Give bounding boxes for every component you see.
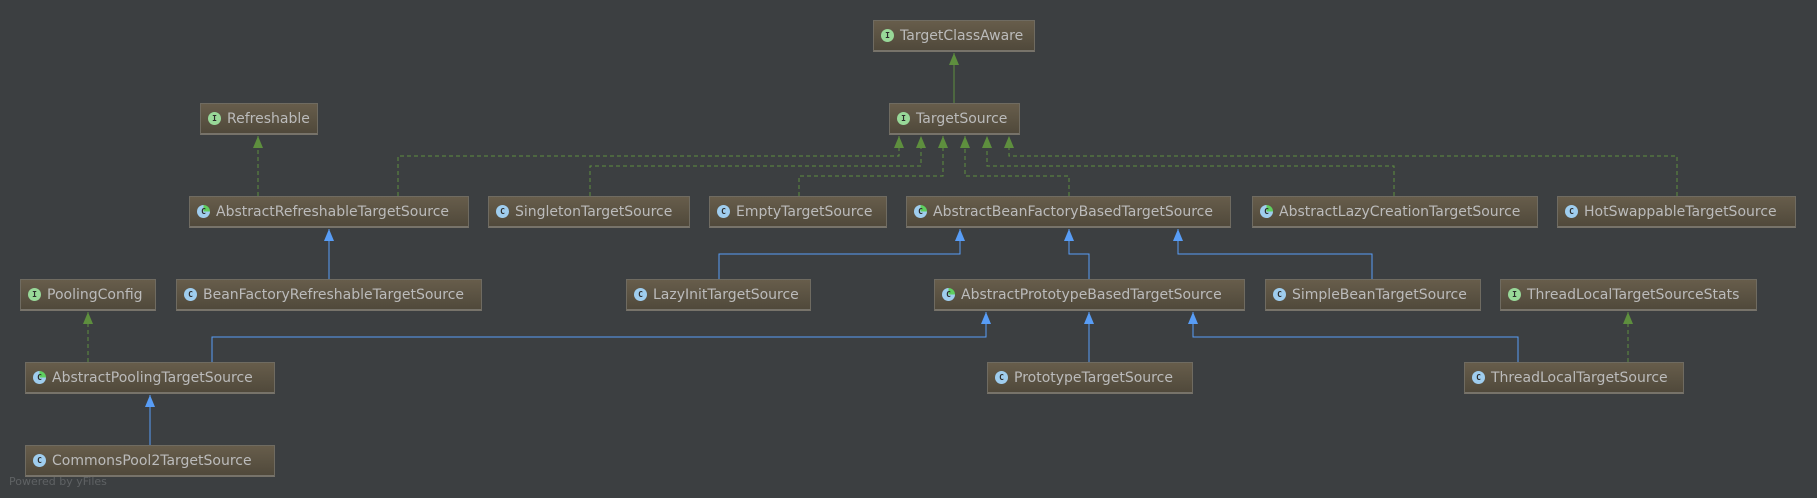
class-icon: C	[634, 288, 647, 301]
powered-by-label: Powered by yFiles	[9, 475, 107, 488]
node-empty-target-source[interactable]: C EmptyTargetSource	[709, 196, 887, 228]
arrowhead-icon	[960, 136, 970, 148]
node-target-source[interactable]: I TargetSource	[889, 103, 1020, 135]
node-target-class-aware[interactable]: I TargetClassAware	[873, 20, 1035, 52]
node-bean-factory-refreshable-target-source[interactable]: C BeanFactoryRefreshableTargetSource	[176, 279, 482, 311]
node-pooling-config[interactable]: I PoolingConfig	[20, 279, 156, 311]
implements-edge	[964, 136, 1070, 196]
class-icon: C	[717, 205, 730, 218]
interface-icon: I	[1508, 288, 1521, 301]
arrowhead-icon	[1188, 312, 1198, 324]
node-label: AbstractRefreshableTargetSource	[216, 203, 450, 220]
abstract-icon: C	[914, 205, 927, 218]
arrowhead-icon	[1004, 136, 1014, 148]
arrowhead-icon	[324, 229, 334, 241]
arrowhead-icon	[1623, 312, 1633, 324]
interface-icon: I	[28, 288, 41, 301]
node-label: PoolingConfig	[47, 286, 143, 303]
node-label: HotSwappableTargetSource	[1584, 203, 1777, 220]
extends-edge	[718, 229, 961, 279]
node-abstract-lazy-creation-target-source[interactable]: C AbstractLazyCreationTargetSource	[1252, 196, 1538, 228]
arrowhead-icon	[83, 312, 93, 324]
node-hot-swappable-target-source[interactable]: C HotSwappableTargetSource	[1557, 196, 1796, 228]
class-icon: C	[995, 371, 1008, 384]
extends-edge	[1068, 229, 1090, 279]
implements-edge	[986, 136, 1395, 196]
abstract-icon: C	[197, 205, 210, 218]
node-thread-local-target-source-stats[interactable]: I ThreadLocalTargetSourceStats	[1500, 279, 1757, 311]
class-icon: C	[184, 288, 197, 301]
extends-edge	[1192, 312, 1519, 362]
arrowhead-icon	[949, 53, 959, 65]
implements-edge	[798, 136, 944, 196]
node-simple-bean-target-source[interactable]: C SimpleBeanTargetSource	[1265, 279, 1481, 311]
class-icon: C	[33, 454, 46, 467]
class-icon: C	[496, 205, 509, 218]
implements-edge	[397, 136, 900, 196]
node-lazy-init-target-source[interactable]: C LazyInitTargetSource	[626, 279, 811, 311]
node-label: CommonsPool2TargetSource	[52, 452, 252, 469]
node-abstract-pooling-target-source[interactable]: C AbstractPoolingTargetSource	[25, 362, 275, 394]
arrowhead-icon	[916, 136, 926, 148]
arrowhead-icon	[981, 312, 991, 324]
node-label: BeanFactoryRefreshableTargetSource	[203, 286, 465, 303]
node-prototype-target-source[interactable]: C PrototypeTargetSource	[987, 362, 1193, 394]
node-label: AbstractPrototypeBasedTargetSource	[961, 286, 1222, 303]
node-label: SimpleBeanTargetSource	[1292, 286, 1467, 303]
node-thread-local-target-source[interactable]: C ThreadLocalTargetSource	[1464, 362, 1684, 394]
node-abstract-refreshable-target-source[interactable]: C AbstractRefreshableTargetSource	[189, 196, 469, 228]
arrowhead-icon	[145, 395, 155, 407]
node-label: PrototypeTargetSource	[1014, 369, 1173, 386]
extends-edge	[1177, 229, 1373, 279]
interface-icon: I	[208, 112, 221, 125]
abstract-icon: C	[942, 288, 955, 301]
node-label: EmptyTargetSource	[736, 203, 873, 220]
class-icon: C	[1472, 371, 1485, 384]
node-label: Refreshable	[227, 110, 310, 127]
node-label: AbstractLazyCreationTargetSource	[1279, 203, 1521, 220]
implements-edge	[589, 136, 922, 196]
node-abstract-prototype-based-target-source[interactable]: C AbstractPrototypeBasedTargetSource	[934, 279, 1245, 311]
arrowhead-icon	[982, 136, 992, 148]
node-abstract-bean-factory-based-target-source[interactable]: C AbstractBeanFactoryBasedTargetSource	[906, 196, 1231, 228]
node-label: AbstractPoolingTargetSource	[52, 369, 253, 386]
interface-icon: I	[897, 112, 910, 125]
node-refreshable[interactable]: I Refreshable	[200, 103, 318, 135]
class-icon: C	[1273, 288, 1286, 301]
arrowhead-icon	[938, 136, 948, 148]
node-label: AbstractBeanFactoryBasedTargetSource	[933, 203, 1213, 220]
abstract-icon: C	[33, 371, 46, 384]
arrowhead-icon	[253, 136, 263, 148]
node-singleton-target-source[interactable]: C SingletonTargetSource	[488, 196, 690, 228]
node-label: SingletonTargetSource	[515, 203, 673, 220]
arrowhead-icon	[1064, 229, 1074, 241]
node-commons-pool2-target-source[interactable]: C CommonsPool2TargetSource	[25, 445, 275, 477]
class-icon: C	[1565, 205, 1578, 218]
interface-icon: I	[881, 29, 894, 42]
extends-edge	[211, 312, 987, 362]
node-label: ThreadLocalTargetSourceStats	[1527, 286, 1740, 303]
arrowhead-icon	[1084, 312, 1094, 324]
node-label: ThreadLocalTargetSource	[1491, 369, 1668, 386]
arrowhead-icon	[955, 229, 965, 241]
node-label: LazyInitTargetSource	[653, 286, 799, 303]
arrowhead-icon	[894, 136, 904, 148]
arrowhead-icon	[1173, 229, 1183, 241]
node-label: TargetSource	[916, 110, 1008, 127]
node-label: TargetClassAware	[900, 27, 1024, 44]
abstract-icon: C	[1260, 205, 1273, 218]
